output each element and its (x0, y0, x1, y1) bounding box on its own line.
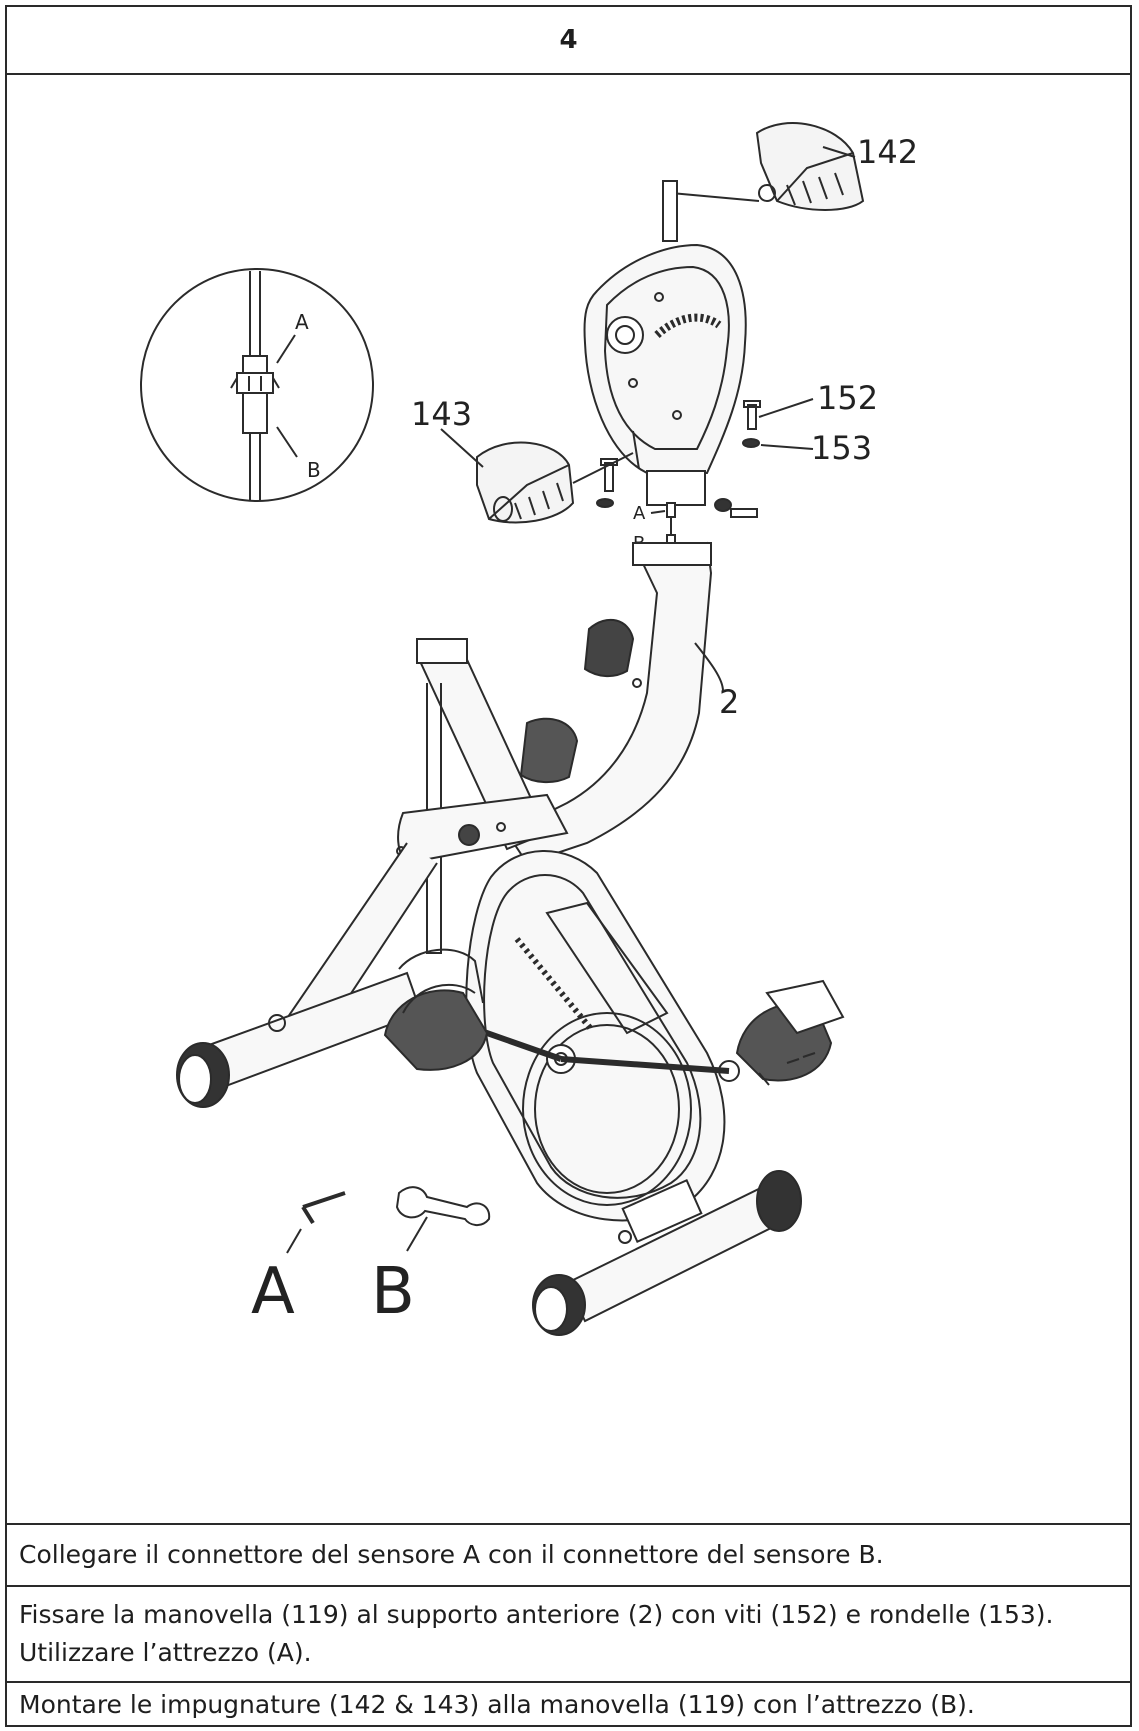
crank-bracket (583, 180, 747, 506)
instruction-text-1: Collegare il connettore del sensore A co… (19, 1540, 884, 1569)
instruction-text-3: Montare le impugnature (142 & 143) alla … (19, 1690, 975, 1719)
assembly-illustration: A B 142 (7, 73, 1130, 1523)
screws-washers (596, 400, 761, 518)
part-label-143: 143 (411, 395, 472, 433)
step-number: 4 (7, 7, 1130, 75)
connector-label-a: A (633, 503, 646, 524)
rear-stabilizer (532, 1170, 802, 1336)
hex-key-tool (286, 1191, 346, 1254)
pedal-right (735, 979, 845, 1086)
handgrip-142 (670, 122, 865, 211)
instruction-fix-crank: Fissare la manovella (119) al supporto a… (7, 1585, 1130, 1681)
assembly-step-sheet: 4 A B (5, 5, 1132, 1727)
tool-label-b: B (371, 1255, 415, 1329)
instruction-mount-grips: Montare le impugnature (142 & 143) alla … (7, 1681, 1130, 1727)
part-label-153: 153 (811, 429, 872, 467)
part-label-2: 2 (719, 683, 739, 721)
detail-label-a: A (295, 310, 309, 334)
front-support-2 (505, 541, 713, 865)
detail-label-b: B (307, 458, 321, 482)
tool-label-a: A (251, 1255, 295, 1329)
instruction-connect-sensor: Collegare il connettore del sensore A co… (7, 1523, 1130, 1585)
wrench-tool (395, 1186, 491, 1252)
pedal-left (383, 948, 489, 1071)
connector-detail-circle (140, 268, 374, 502)
part-label-152: 152 (817, 379, 878, 417)
instruction-text-2: Fissare la manovella (119) al supporto a… (19, 1600, 1054, 1667)
part-label-142: 142 (857, 133, 918, 171)
handgrip-143 (476, 441, 634, 524)
bike-frame (176, 638, 569, 1108)
flywheel-housing (446, 850, 740, 1222)
